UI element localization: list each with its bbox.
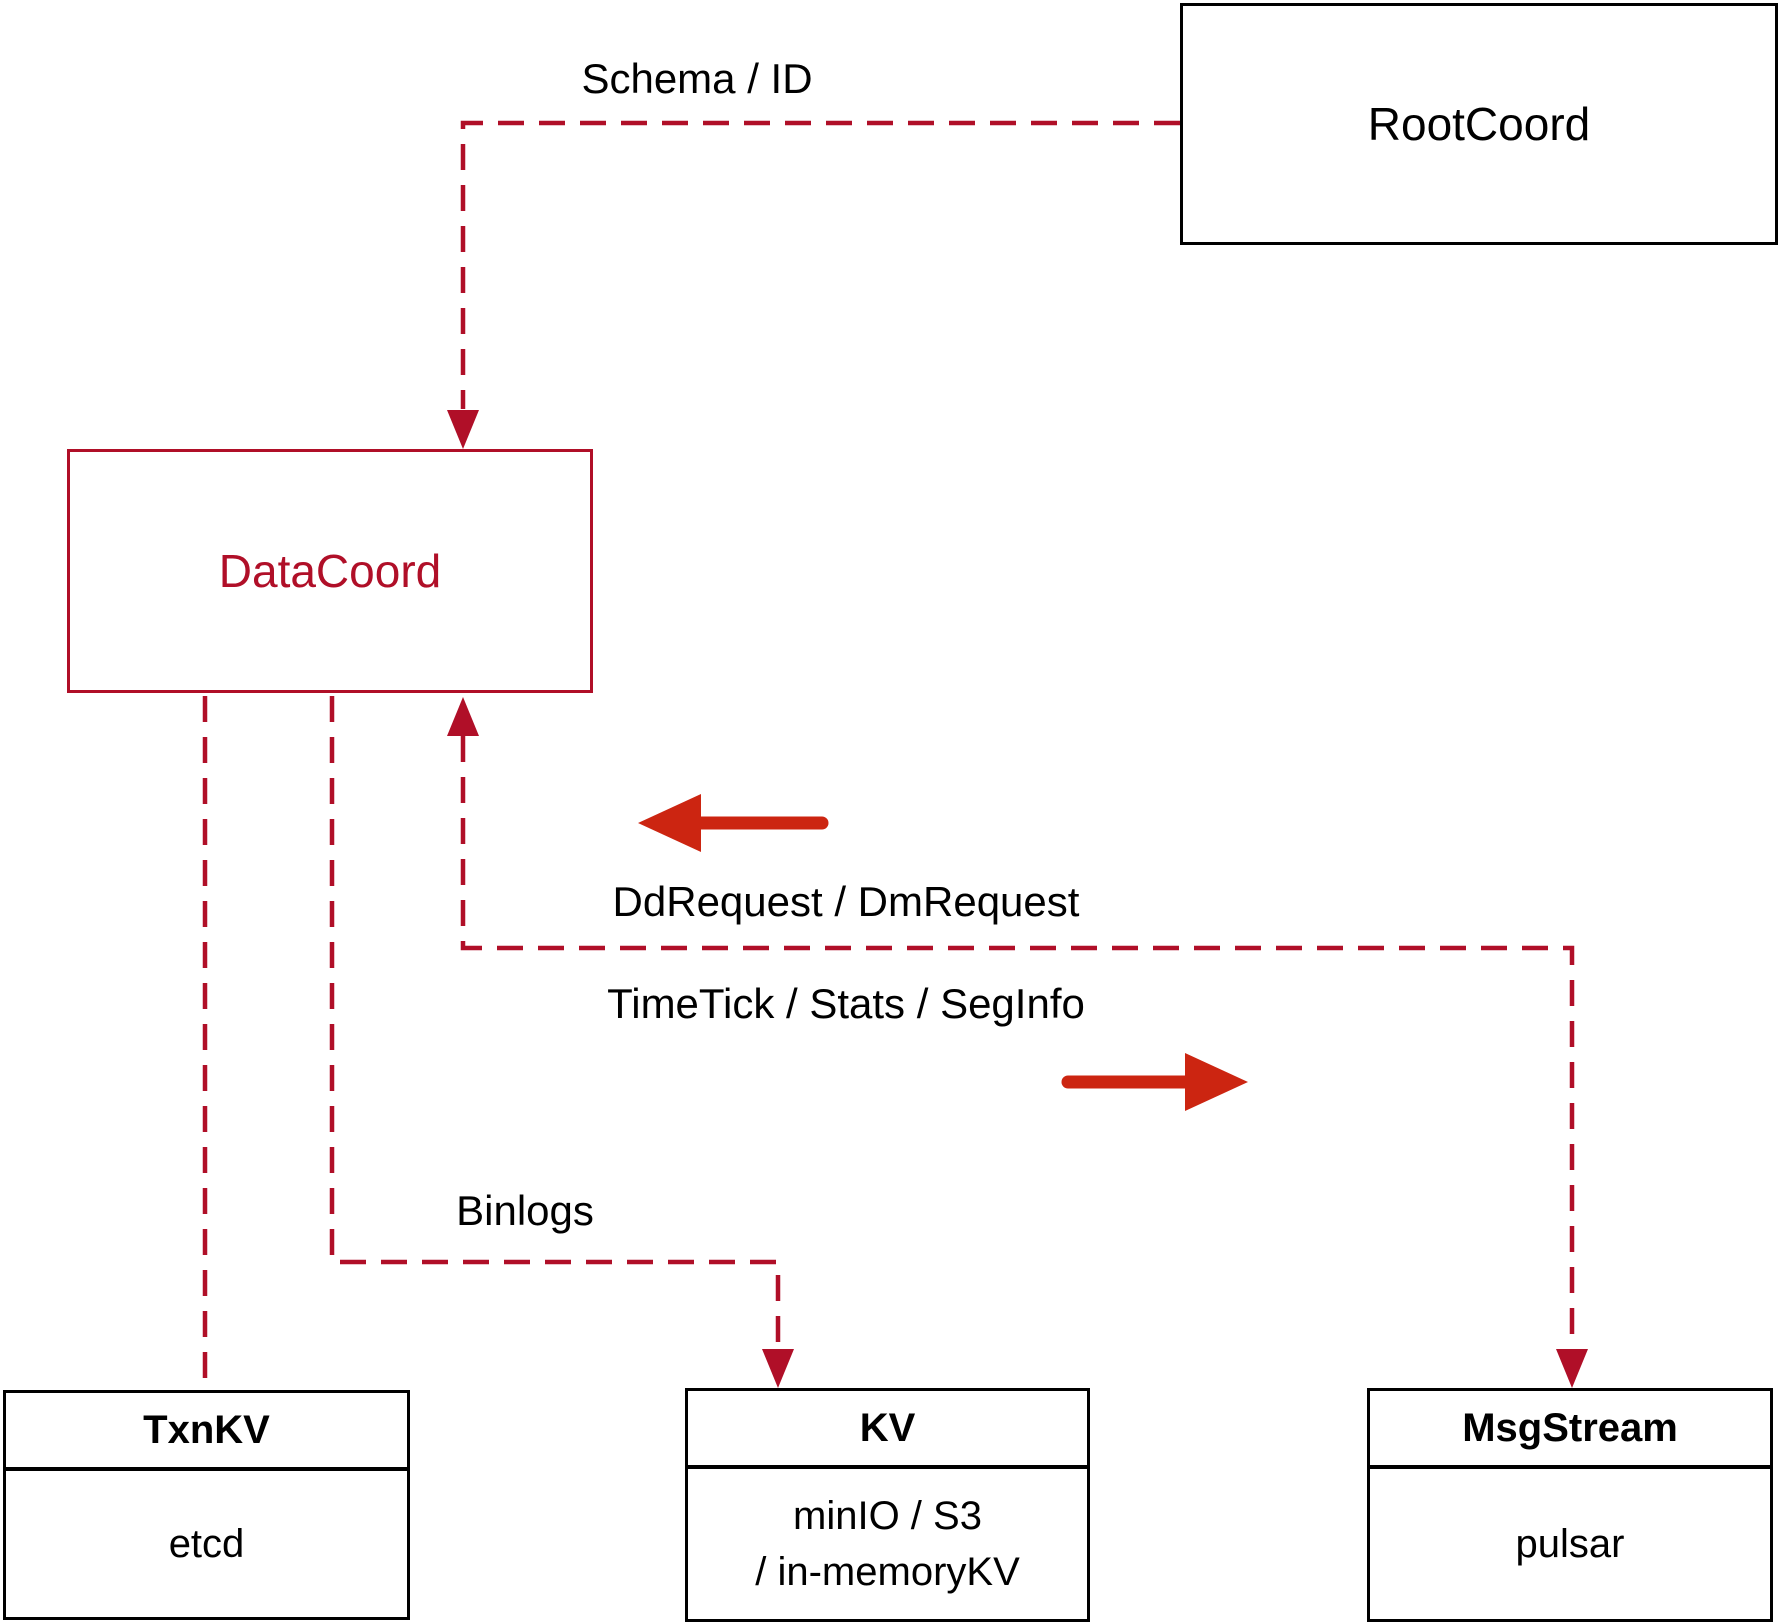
- right-direction-arrow: [1061, 1053, 1248, 1111]
- edge-label-schema-id: Schema / ID: [581, 55, 813, 102]
- msgstream-body: pulsar: [1515, 1522, 1625, 1566]
- txnkv-title: TxnKV: [6, 1393, 407, 1471]
- txnkv-body: etcd: [168, 1522, 245, 1566]
- kv-body-line2: / in-memoryKV: [755, 1550, 1020, 1594]
- datacoord-label: DataCoord: [218, 545, 442, 597]
- msgstream-title: MsgStream: [1370, 1391, 1770, 1469]
- kv-node: KV minIO / S3 / in-memoryKV: [685, 1388, 1090, 1622]
- rootcoord-node: RootCoord: [1180, 3, 1778, 245]
- datacoord-node: DataCoord: [67, 449, 593, 693]
- edge-label-ddrequest-dmrequest: DdRequest / DmRequest: [612, 878, 1080, 925]
- edge-schema-id-arrowhead-down: [447, 410, 479, 449]
- edge-ddrequest-line: [460, 736, 1575, 1348]
- kv-title: KV: [688, 1391, 1087, 1469]
- edge-binlogs-arrowhead-down: [762, 1349, 794, 1388]
- edge-binlogs-line: [329, 696, 781, 1348]
- left-direction-arrow: [638, 794, 829, 852]
- rootcoord-label: RootCoord: [1367, 98, 1591, 150]
- txnkv-node: TxnKV etcd: [3, 1390, 410, 1620]
- edge-schema-id-line: [460, 120, 1180, 409]
- msgstream-node: MsgStream pulsar: [1367, 1388, 1773, 1622]
- edge-ddrequest-arrowhead-down: [1556, 1349, 1588, 1388]
- edge-label-binlogs: Binlogs: [456, 1187, 594, 1234]
- kv-body-line1: minIO / S3: [793, 1494, 982, 1538]
- edge-label-timetick-stats-seginfo: TimeTick / Stats / SegInfo: [607, 980, 1085, 1027]
- edge-ddrequest-arrowhead-up: [447, 697, 479, 736]
